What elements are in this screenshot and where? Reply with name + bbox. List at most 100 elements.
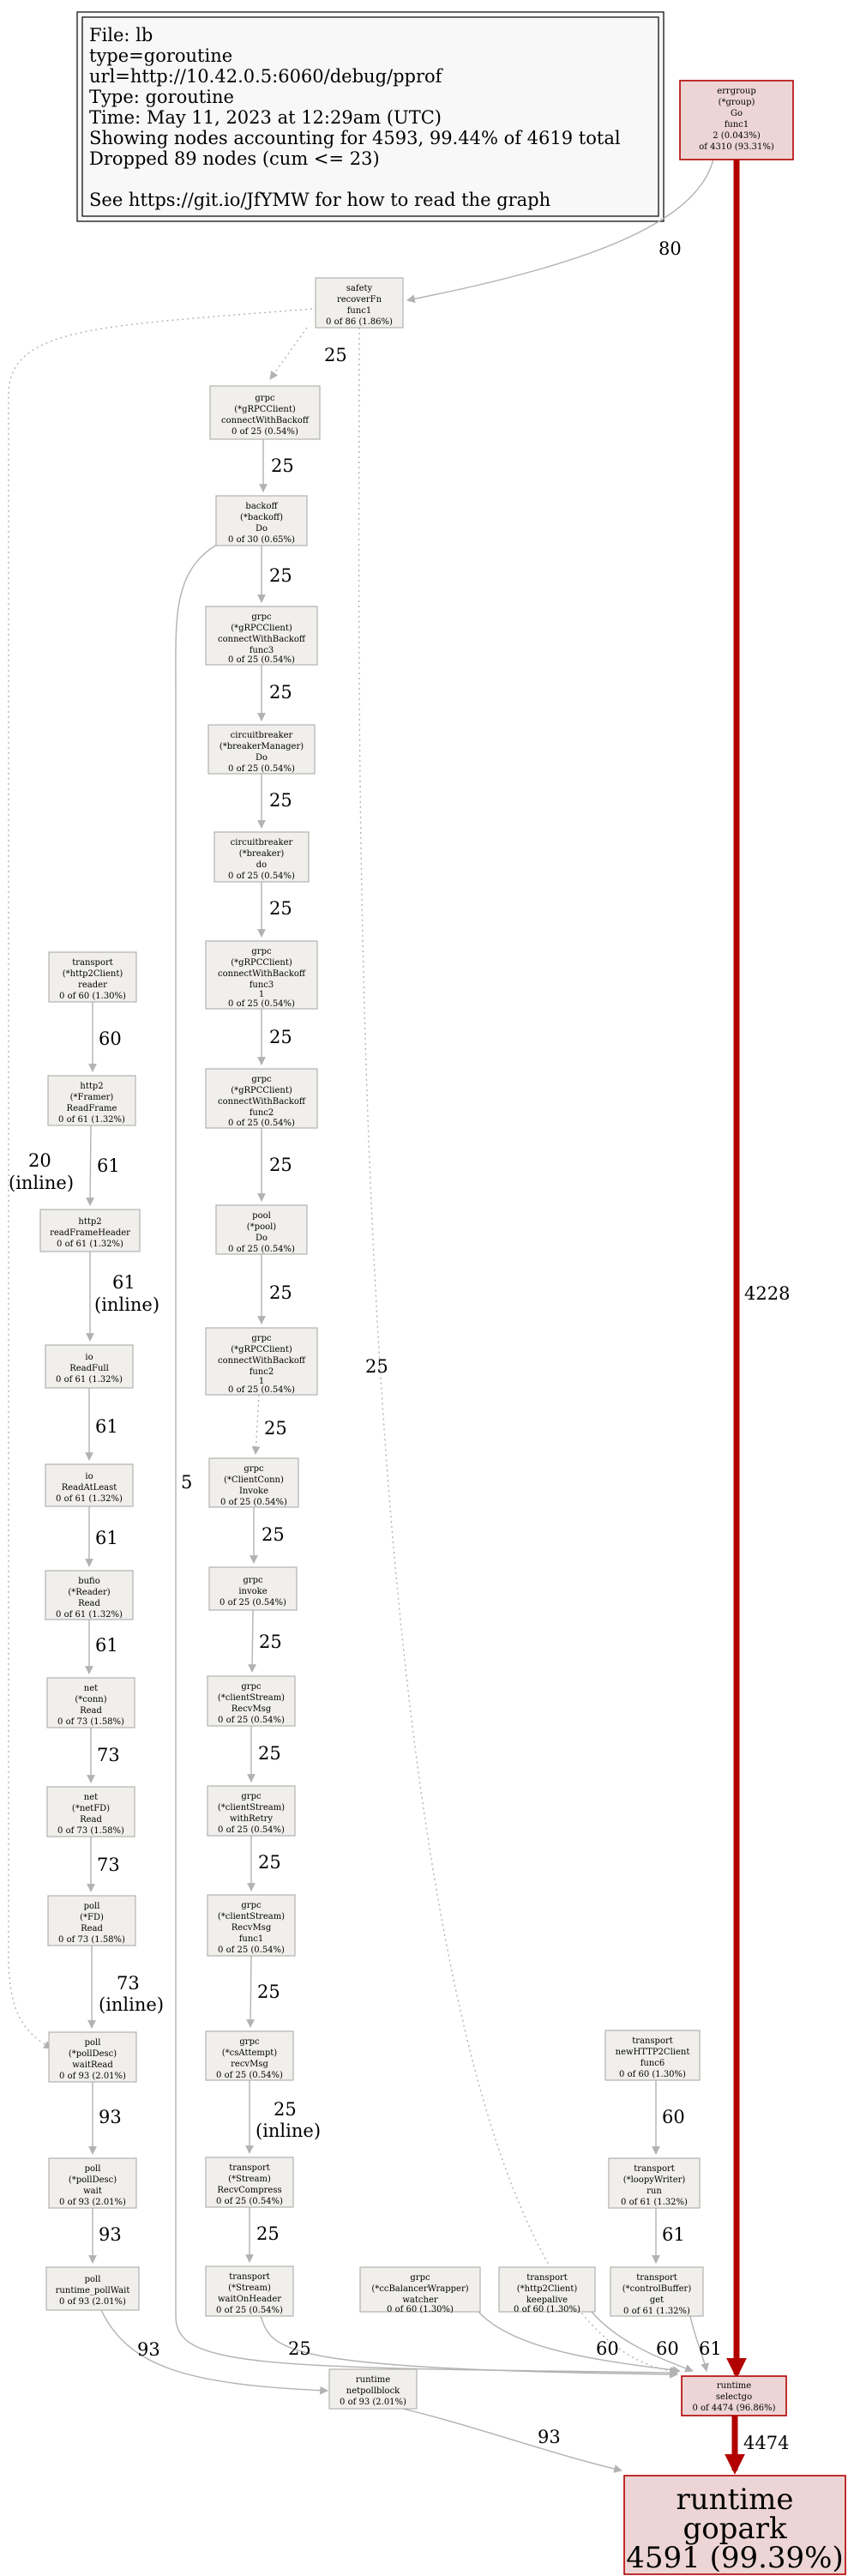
edge-label: (inline) xyxy=(9,1173,74,1193)
node-errgroup-go-func1[interactable]: errgroup (*group) Go func1 2 (0.043%) of… xyxy=(679,80,794,160)
node-backoff-do[interactable]: backoff (*backoff) Do 0 of 30 (0.65%) xyxy=(215,495,308,546)
node-poll-fd-read[interactable]: poll (*FD) Read 0 of 73 (1.58%) xyxy=(47,1895,136,1946)
node-label: pool xyxy=(252,1211,271,1221)
node-label: (*Framer) xyxy=(70,1093,114,1102)
node-label: grpc xyxy=(410,2273,430,2283)
node-label: (*gRPCClient) xyxy=(231,624,292,633)
edge-label: 60 xyxy=(596,2338,619,2359)
node-net-conn-read[interactable]: net (*conn) Read 0 of 73 (1.58%) xyxy=(46,1677,135,1728)
node-label: grpc xyxy=(243,1576,263,1585)
node-transport-stream-recvcompress[interactable]: transport (*Stream) RecvCompress 0 of 25… xyxy=(205,2157,294,2208)
node-label: withRetry xyxy=(230,1814,273,1824)
node-circuitbreaker-breaker-do[interactable]: circuitbreaker (*breaker) do 0 of 25 (0.… xyxy=(214,831,310,883)
node-io-readfull[interactable]: io ReadFull 0 of 61 (1.32%) xyxy=(45,1344,134,1389)
node-label: 0 of 25 (0.54%) xyxy=(220,1598,286,1608)
legend-line: type=goroutine xyxy=(89,45,232,66)
edge-label: 60 xyxy=(99,1029,122,1049)
node-poll-polldesc-wait[interactable]: poll (*pollDesc) wait 0 of 93 (2.01%) xyxy=(48,2157,137,2209)
node-label: grpc xyxy=(251,1075,272,1084)
node-label: Go xyxy=(731,109,743,118)
node-runtime-selectgo[interactable]: runtime selectgo 0 of 4474 (96.86%) xyxy=(681,2375,787,2416)
node-label: func6 xyxy=(641,2059,665,2068)
node-label: 0 of 4474 (96.86%) xyxy=(692,2404,775,2413)
node-transport-stream-waitonheader[interactable]: transport (*Stream) waitOnHeader 0 of 25… xyxy=(205,2265,294,2317)
node-grpc-connectwithbackoff-func3-1[interactable]: grpc (*gRPCClient) connectWithBackoff fu… xyxy=(205,940,318,1010)
node-label: net xyxy=(84,1684,98,1693)
node-transport-newhttp2client-func6[interactable]: transport newHTTP2Client func6 0 of 60 (… xyxy=(604,2030,701,2081)
node-label: 0 of 61 (1.32%) xyxy=(621,2198,688,2207)
edge-pollwait-netpollblock xyxy=(100,2309,328,2395)
edge-label: 20 xyxy=(28,1150,51,1171)
node-grpc-connectwithbackoff-func2[interactable]: grpc (*gRPCClient) connectWithBackoff fu… xyxy=(205,1068,318,1129)
node-runtime-netpollblock[interactable]: runtime netpollblock 0 of 93 (2.01%) xyxy=(328,2368,418,2410)
edge-label: 61 xyxy=(662,2224,685,2245)
node-label: (*netFD) xyxy=(72,1804,110,1813)
node-http2-readframeheader[interactable]: http2 readFrameHeader 0 of 61 (1.32%) xyxy=(39,1209,141,1252)
node-grpc-clientstream-recvmsg[interactable]: grpc (*clientStream) RecvMsg 0 of 25 (0.… xyxy=(207,1675,296,1727)
edge-label: 25 xyxy=(269,1027,292,1047)
node-net-netfd-read[interactable]: net (*netFD) Read 0 of 73 (1.58%) xyxy=(46,1786,135,1837)
node-label: 0 of 61 (1.32%) xyxy=(623,2307,690,2316)
node-label: func1 xyxy=(239,1934,264,1944)
node-transport-http2client-keepalive[interactable]: transport (*http2Client) keepalive 0 of … xyxy=(498,2266,596,2314)
edge-label: 61 xyxy=(95,1635,118,1656)
node-runtime-gopark[interactable]: runtime gopark 4591 (99.39%) xyxy=(623,2475,846,2575)
node-circuitbreaker-breakermanager-do[interactable]: circuitbreaker (*breakerManager) Do 0 of… xyxy=(207,724,316,775)
node-grpc-connectwithbackoff-func2-1[interactable]: grpc (*gRPCClient) connectWithBackoff fu… xyxy=(205,1327,318,1396)
node-transport-http2client-reader[interactable]: transport (*http2Client) reader 0 of 60 … xyxy=(48,951,137,1003)
edge-readframe-header xyxy=(86,1125,94,1206)
node-grpc-csattempt-recvmsg[interactable]: grpc (*csAttempt) recvMsg 0 of 25 (0.54%… xyxy=(205,2030,294,2081)
node-label: (*Stream) xyxy=(228,2175,271,2184)
edge-invoke-csrecv xyxy=(248,1609,257,1673)
node-io-readatleast[interactable]: io ReadAtLeast 0 of 61 (1.32%) xyxy=(45,1463,134,1507)
node-safety-recoverfn[interactable]: safety recoverFn func1 0 of 86 (1.86%) xyxy=(315,277,404,329)
node-label: 4591 (99.39%) xyxy=(626,2541,844,2575)
node-poll-polldesc-waitread[interactable]: poll (*pollDesc) waitRead 0 of 93 (2.01%… xyxy=(48,2031,137,2083)
node-label: 0 of 61 (1.32%) xyxy=(58,1115,125,1125)
node-label: 0 of 61 (1.32%) xyxy=(57,1240,123,1249)
node-label: poll xyxy=(85,2275,101,2284)
node-label: func3 xyxy=(250,980,274,990)
node-transport-loopywriter-run[interactable]: transport (*loopyWriter) run 0 of 61 (1.… xyxy=(608,2157,701,2209)
node-label: 0 of 73 (1.58%) xyxy=(57,1717,124,1727)
node-grpc-clientstream-recvmsg-func1[interactable]: grpc (*clientStream) RecvMsg func1 0 of … xyxy=(207,1894,296,1957)
node-label: grpc xyxy=(251,612,272,622)
node-label: (*pollDesc) xyxy=(69,2175,117,2185)
node-pool-do[interactable]: pool (*pool) Do 0 of 25 (0.54%) xyxy=(215,1204,308,1255)
node-label: poll xyxy=(85,2038,101,2048)
node-label: selectgo xyxy=(716,2392,752,2402)
node-label: of 4310 (93.31%) xyxy=(699,142,774,152)
node-bufio-reader-read[interactable]: bufio (*Reader) Read 0 of 61 (1.32%) xyxy=(45,1570,134,1620)
node-grpc-connectwithbackoff[interactable]: grpc (*gRPCClient) connectWithBackoff 0 … xyxy=(209,385,321,440)
node-poll-runtime-pollwait[interactable]: poll runtime_pollWait 0 of 93 (2.01%) xyxy=(45,2266,140,2311)
node-label: grpc xyxy=(239,2037,260,2047)
node-label: 0 of 25 (0.54%) xyxy=(216,2197,283,2206)
node-http2-framer-readframe[interactable]: http2 (*Framer) ReadFrame 0 of 61 (1.32%… xyxy=(47,1075,136,1126)
edge-keepalive-selectgo xyxy=(591,2311,694,2373)
node-label: 0 of 25 (0.54%) xyxy=(228,1385,295,1395)
edge-backoff-selectgo xyxy=(175,540,678,2377)
edge-label: 93 xyxy=(538,2427,561,2447)
node-grpc-clientconn-invoke[interactable]: grpc (*ClientConn) Invoke 0 of 25 (0.54%… xyxy=(208,1457,299,1508)
node-label: http2 xyxy=(78,1217,101,1227)
node-label: transport xyxy=(526,2273,568,2283)
node-label: net xyxy=(84,1793,98,1802)
node-grpc-clientstream-withretry[interactable]: grpc (*clientStream) withRetry 0 of 25 (… xyxy=(207,1785,296,1837)
node-label: connectWithBackoff xyxy=(218,635,306,644)
edge-label: 80 xyxy=(659,238,682,259)
node-transport-controlbuffer-get[interactable]: transport (*controlBuffer) get 0 of 61 (… xyxy=(610,2266,704,2317)
node-grpc-invoke[interactable]: grpc invoke 0 of 25 (0.54%) xyxy=(208,1566,298,1611)
node-label: transport xyxy=(229,2272,270,2282)
node-grpc-ccbalancerwrapper-watcher[interactable]: grpc (*ccBalancerWrapper) watcher 0 of 6… xyxy=(359,2266,481,2314)
node-label: (*ClientConn) xyxy=(224,1475,284,1485)
edge-label: 61 xyxy=(95,1416,118,1437)
legend-line: Time: May 11, 2023 at 12:29am (UTC) xyxy=(89,107,442,128)
node-label: grpc xyxy=(241,1901,262,1910)
node-grpc-connectwithbackoff-func3[interactable]: grpc (*gRPCClient) connectWithBackoff fu… xyxy=(205,606,318,666)
node-label: poll xyxy=(85,2164,101,2174)
node-label: 0 of 25 (0.54%) xyxy=(228,764,295,774)
edge-label: 73 xyxy=(97,1855,120,1875)
node-label: 0 of 25 (0.54%) xyxy=(218,1946,285,1955)
node-label: 0 of 86 (1.86%) xyxy=(326,317,393,327)
edge-label: 25 xyxy=(365,1356,388,1377)
